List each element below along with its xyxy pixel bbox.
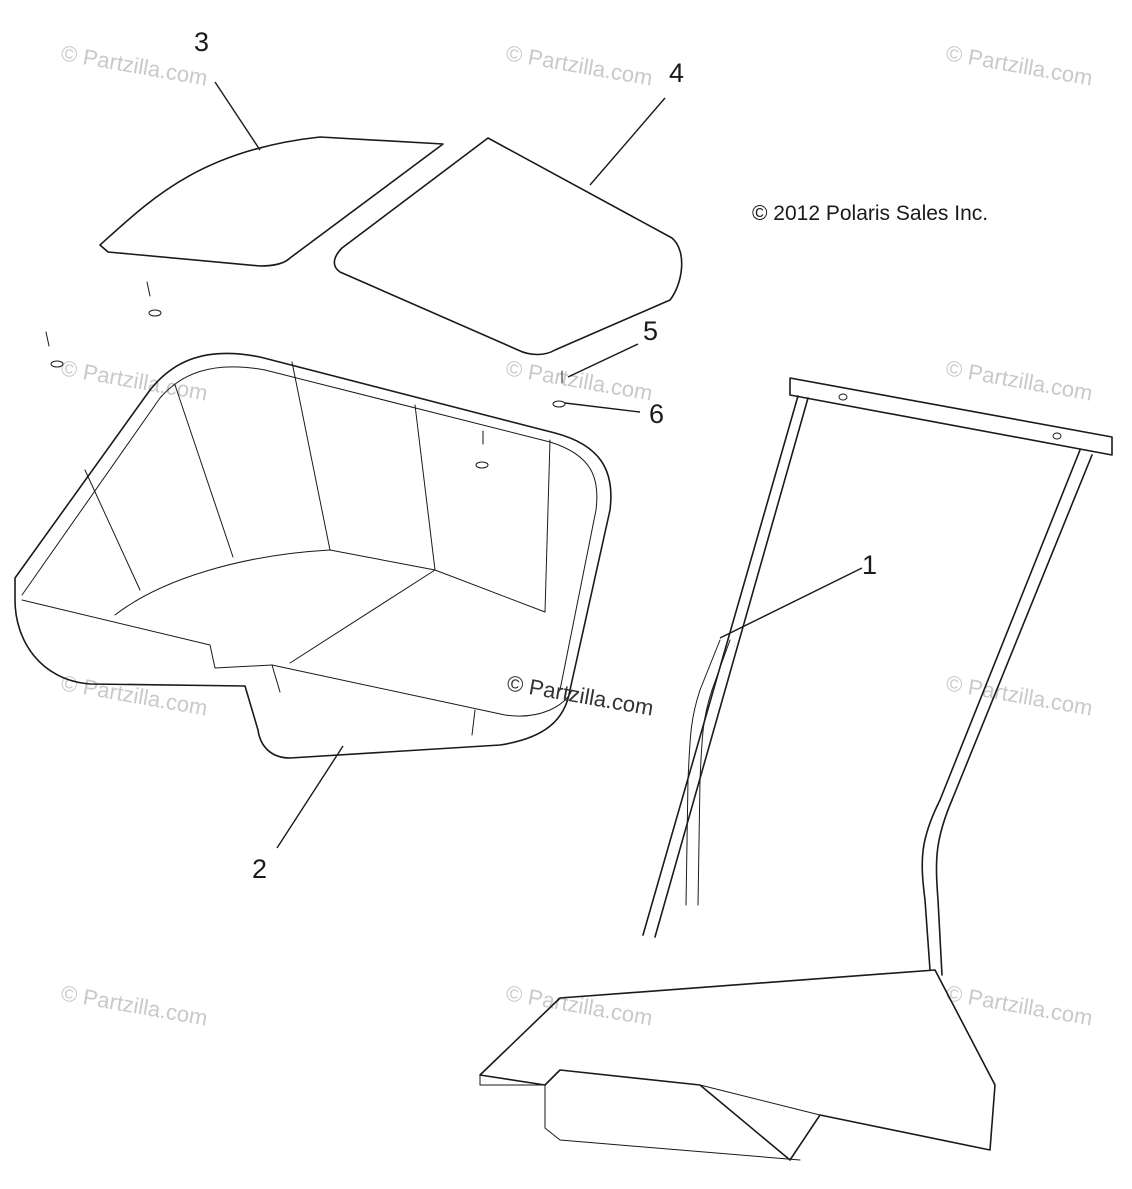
- callout-4[interactable]: 4: [669, 58, 684, 88]
- leader-lines: [214, 81, 863, 849]
- watermark: © Partzilla.com: [944, 980, 1094, 1030]
- watermark: © Partzilla.com: [59, 40, 209, 90]
- watermark: © Partzilla.com: [59, 355, 209, 405]
- callout-5[interactable]: 5: [643, 316, 658, 346]
- part-3-seat-pad-left: [99, 136, 444, 267]
- watermark: © Partzilla.com: [59, 670, 209, 720]
- watermark: © Partzilla.com: [59, 980, 209, 1030]
- callout-6[interactable]: 6: [649, 399, 664, 429]
- watermark: © Partzilla.com: [504, 980, 654, 1030]
- watermark: © Partzilla.com: [944, 355, 1094, 405]
- part-4-seat-pad-right: [333, 137, 683, 356]
- part-2-storage-tub: [14, 352, 612, 759]
- watermark: © Partzilla.com: [504, 355, 654, 405]
- watermarks: © Partzilla.com © Partzilla.com © Partzi…: [59, 40, 1094, 1030]
- part-1-frame: [479, 377, 1113, 1161]
- callout-1[interactable]: 1: [862, 550, 877, 580]
- fasteners: [45, 281, 566, 469]
- callouts: 3 4 5 6 1 2: [194, 27, 877, 884]
- watermark-center: © Partzilla.com: [505, 670, 655, 720]
- copyright-notice: © 2012 Polaris Sales Inc.: [752, 202, 988, 225]
- watermark: © Partzilla.com: [944, 40, 1094, 90]
- watermark: © Partzilla.com: [944, 670, 1094, 720]
- watermark: © Partzilla.com: [504, 40, 654, 90]
- callout-2[interactable]: 2: [252, 854, 267, 884]
- callout-3[interactable]: 3: [194, 27, 209, 57]
